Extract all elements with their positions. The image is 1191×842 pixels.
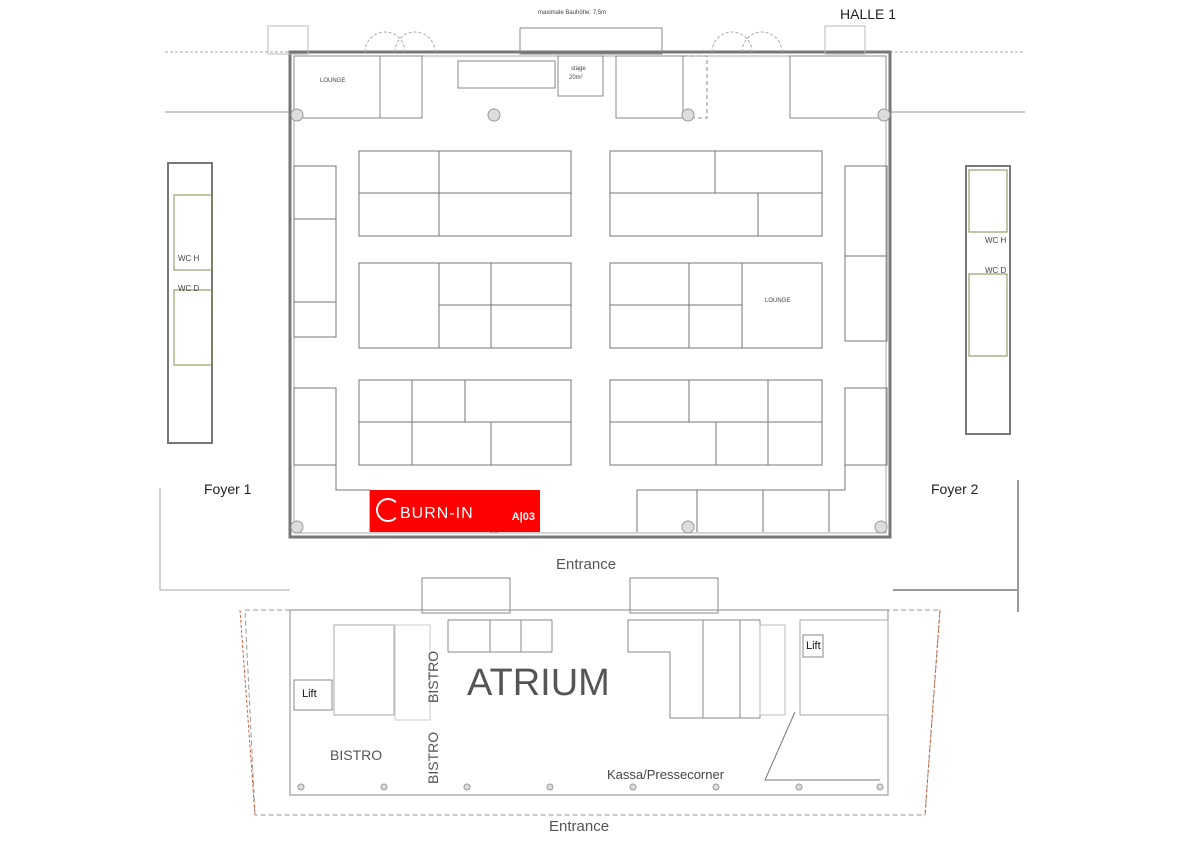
bistro-vertical-1: BISTRO xyxy=(425,650,441,703)
lift-left-label: Lift xyxy=(302,688,317,700)
foyer-2-label: Foyer 2 xyxy=(931,481,979,497)
hall-title: HALLE 1 xyxy=(840,6,897,22)
bistro-vertical-2: BISTRO xyxy=(425,731,441,784)
exhibitor-brand: BURN-IN xyxy=(400,505,474,522)
atrium-entrance-label: Entrance xyxy=(549,818,610,835)
lounge-top-label: LOUNGE xyxy=(320,78,346,84)
hall-outline xyxy=(288,50,892,539)
burn-in-logo-icon xyxy=(376,498,400,522)
foyer-1-label: Foyer 1 xyxy=(204,481,252,497)
kassa-label: Kassa/Pressecorner xyxy=(607,767,725,782)
lounge-top-room xyxy=(293,55,381,119)
restroom-block-left xyxy=(167,162,213,444)
bistro-label: BISTRO xyxy=(330,747,383,763)
stage-area: 20m² xyxy=(569,75,583,81)
wc-d-label-left: WC D xyxy=(178,284,200,293)
atrium-title: ATRIUM xyxy=(467,662,610,704)
restroom-block-right xyxy=(965,165,1011,435)
stage-label: stage xyxy=(571,66,586,72)
booth-number: A|03 xyxy=(511,511,535,523)
wc-d-label-right: WC D xyxy=(985,266,1007,275)
lounge-middle-label: LOUNGE xyxy=(765,298,791,304)
stage xyxy=(557,55,604,97)
max-height-note: maximale Bauhöhe: 7,5m xyxy=(538,10,607,16)
lift-right-label: Lift xyxy=(806,640,821,652)
wc-h-label-right: WC H xyxy=(985,236,1007,245)
booth-grid xyxy=(293,150,888,532)
exhibitor-booth-burn-in[interactable]: BURN-IN A|03 xyxy=(370,490,540,532)
wc-h-label-left: WC H xyxy=(178,254,200,263)
hall-entrance-label: Entrance xyxy=(556,556,617,573)
